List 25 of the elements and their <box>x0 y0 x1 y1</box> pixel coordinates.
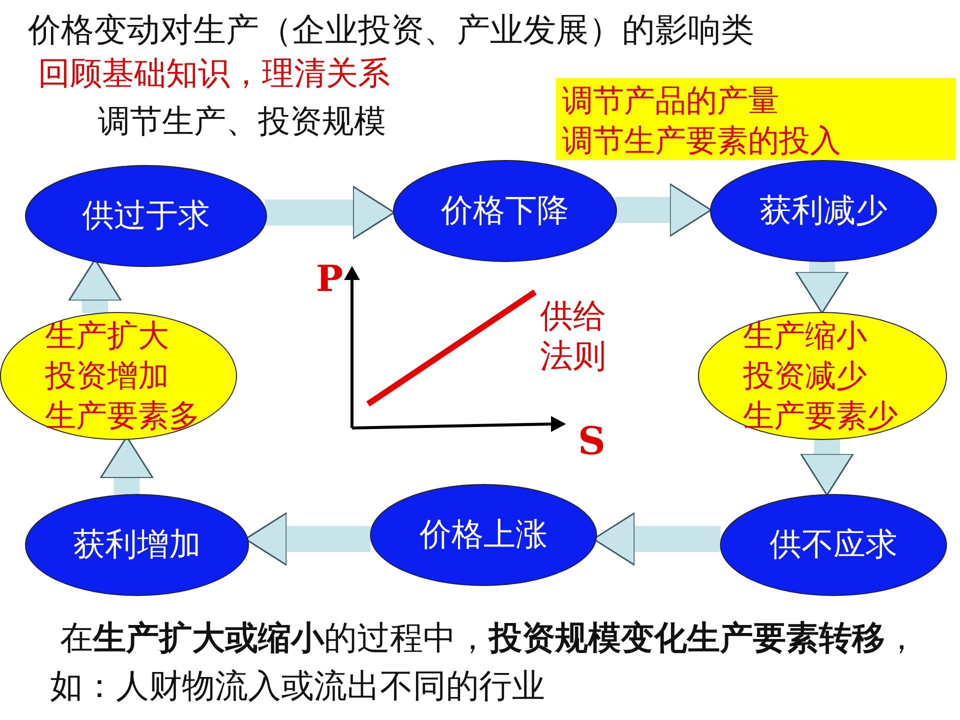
curve-label: 供给法则 <box>540 296 607 376</box>
axis-label: P <box>316 258 344 300</box>
node-text: 价格下降 <box>441 190 569 232</box>
summary-text: 在生产扩大或缩小的过程中，投资规模变化生产要素转移，如：人财物流入或流出不同的行业 <box>50 617 919 707</box>
node-text: 投资增加 <box>45 356 169 396</box>
block-arrow <box>800 438 854 496</box>
node-text: 获利减少 <box>760 190 888 232</box>
node-text: 供过于求 <box>82 195 210 236</box>
node-text: 供不应求 <box>770 524 898 566</box>
node-text: 生产要素多 <box>45 397 200 436</box>
block-arrow <box>264 186 395 240</box>
node-text: 获利增加 <box>73 524 201 566</box>
block-arrow <box>615 183 712 237</box>
block-arrow <box>795 260 849 314</box>
node-text: 投资减少 <box>743 356 867 396</box>
subtitle: 回顾基础知识，理清关系 <box>38 53 390 94</box>
axis-label: S <box>578 418 606 463</box>
node-text: 价格上涨 <box>420 514 548 556</box>
note-text: 调节产品的产量 <box>562 82 779 121</box>
node-text: 生产缩小 <box>743 316 867 356</box>
node-text: 生产扩大 <box>45 316 169 356</box>
note-text: 调节生产要素的投入 <box>562 122 841 161</box>
subtitle: 调节生产、投资规模 <box>98 101 386 142</box>
node-text: 生产要素少 <box>743 397 898 436</box>
title: 价格变动对生产（企业投资、产业发展）的影响类 <box>28 9 754 51</box>
